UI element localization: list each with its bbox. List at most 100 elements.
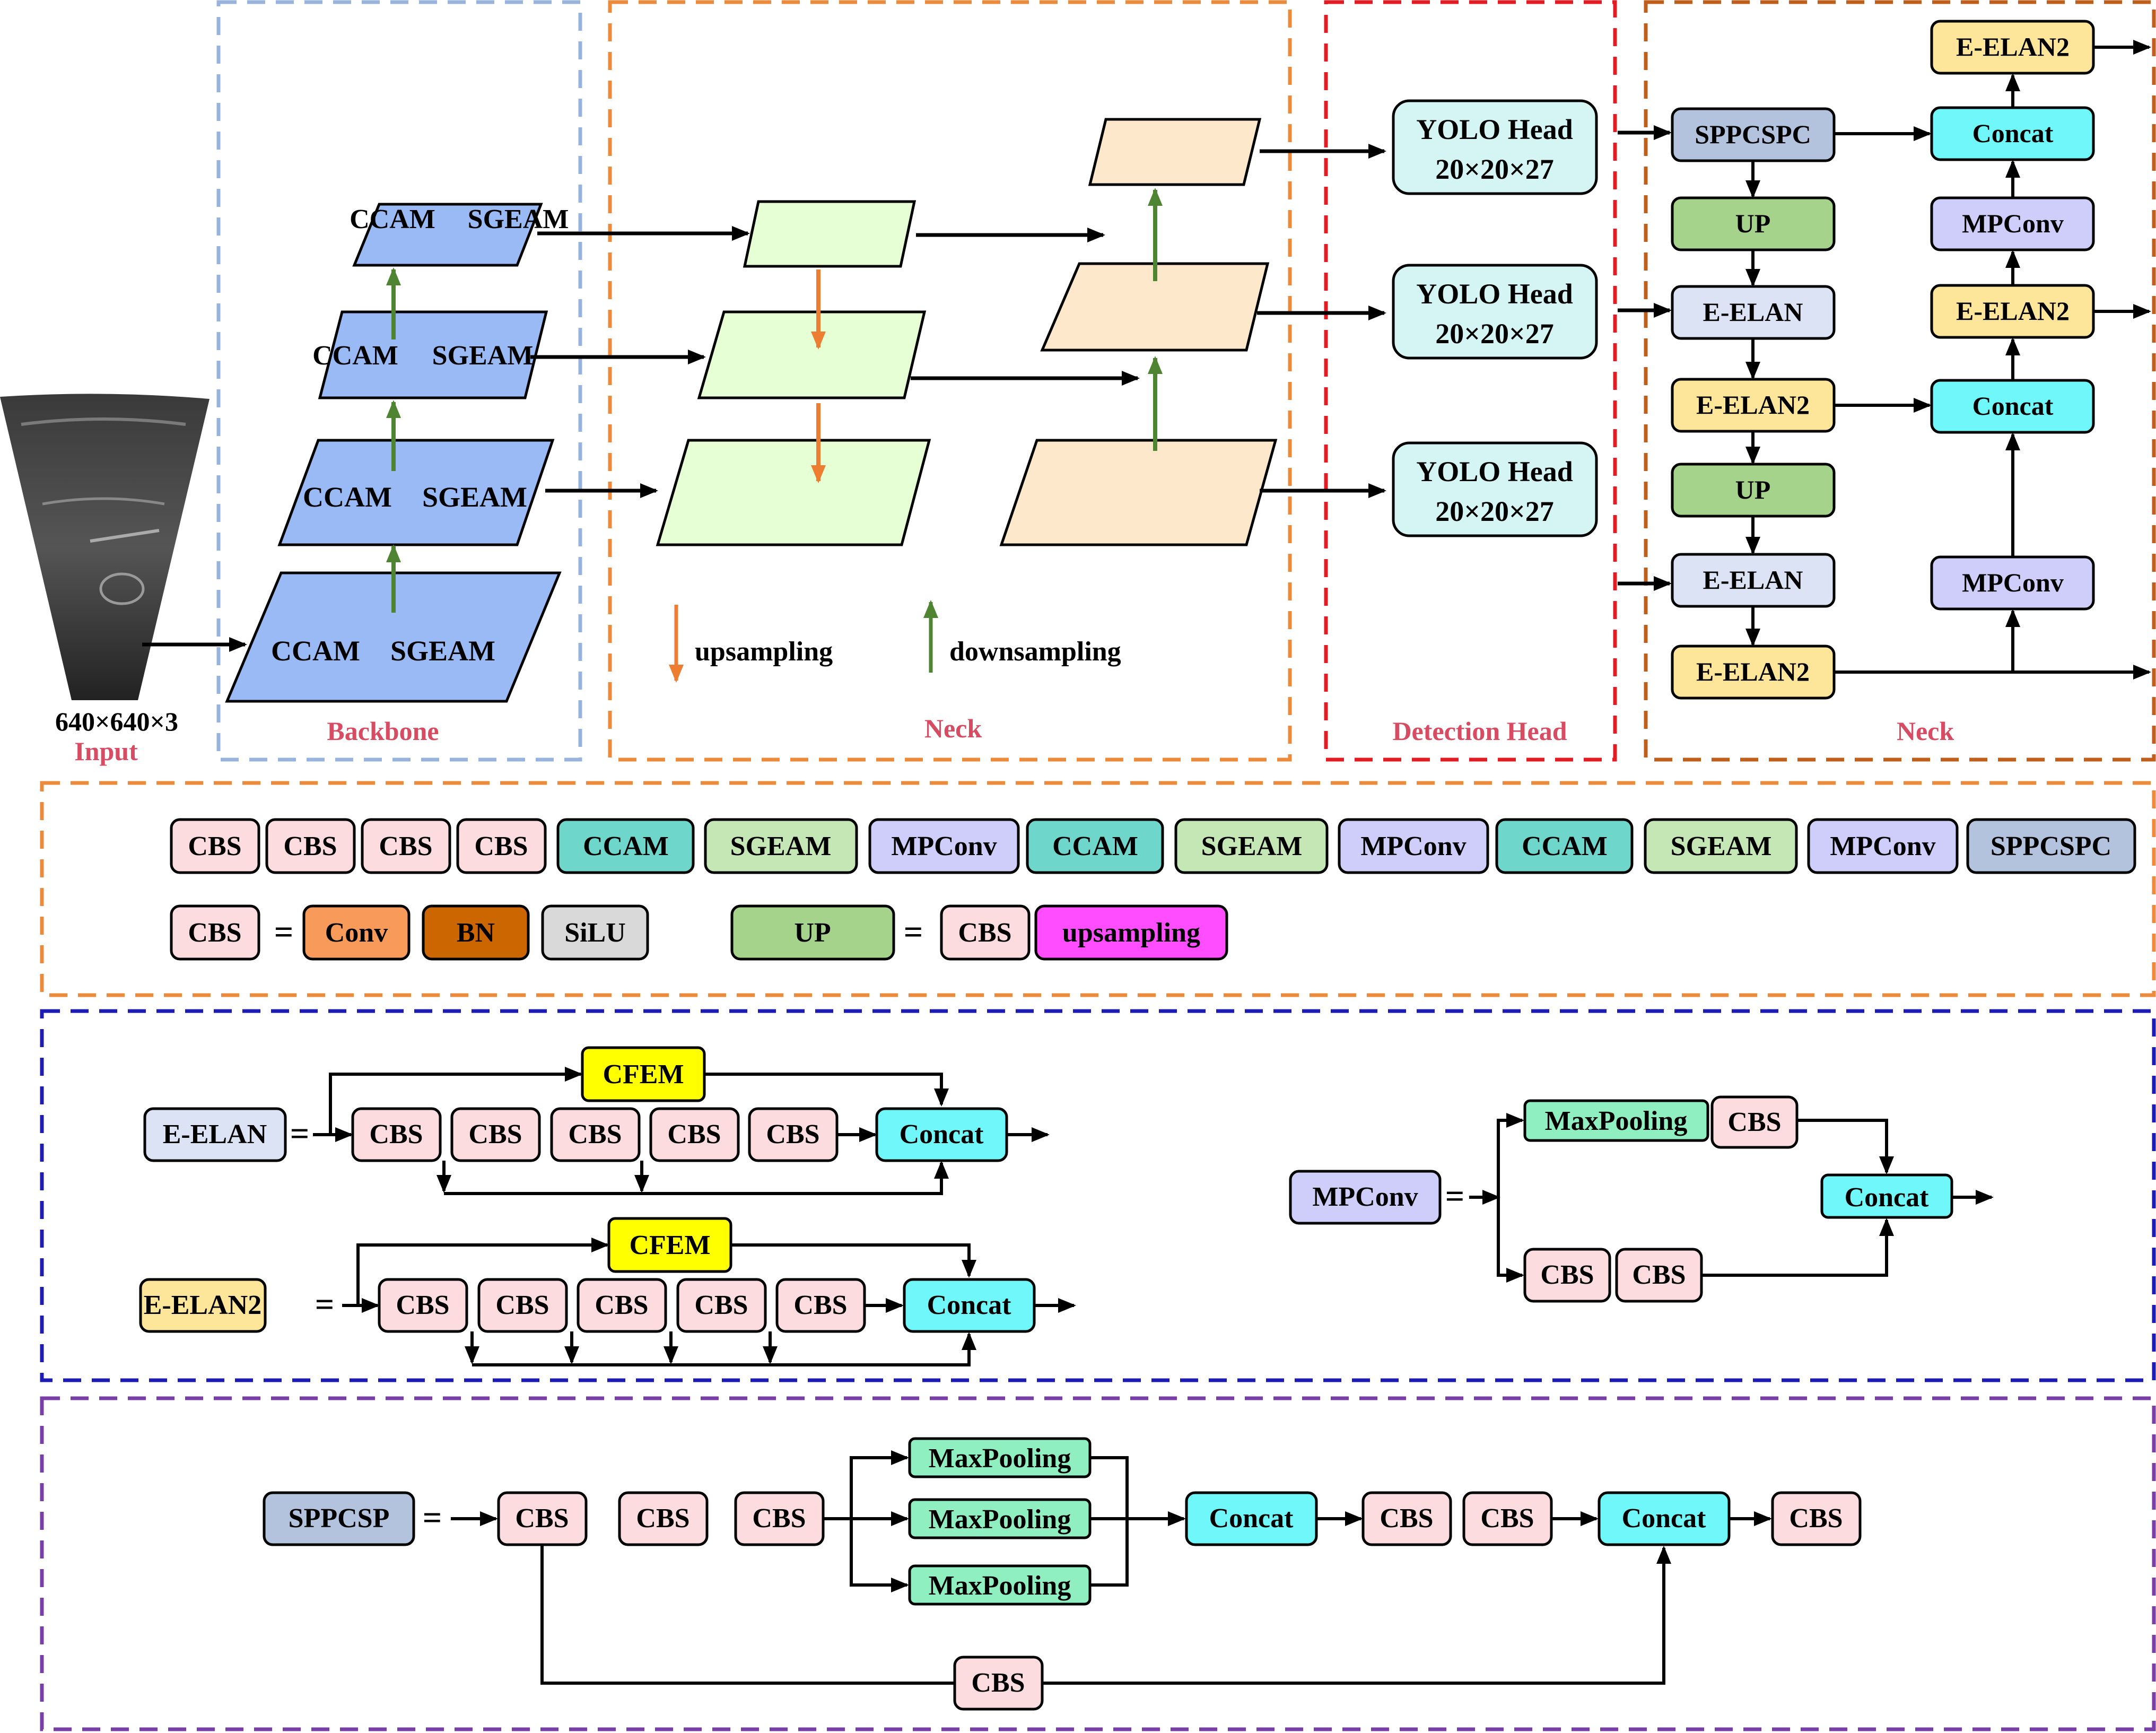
block-label: MPConv xyxy=(1830,831,1935,861)
block-label: YOLO Head xyxy=(1416,114,1573,145)
block-label: CBS xyxy=(396,1290,449,1320)
backbone-layer-3-ccam: CCAM xyxy=(303,481,392,513)
block-label: BN xyxy=(457,918,495,948)
block-label: Conv xyxy=(325,918,388,948)
block xyxy=(1710,1095,1799,1149)
block xyxy=(351,1107,442,1162)
block-label: CBS xyxy=(1727,1107,1781,1137)
block-label: CBS xyxy=(188,918,241,948)
block-label: SGEAM xyxy=(730,831,832,861)
input-image: 640×640×3 Input xyxy=(0,394,210,766)
yolo-head-2 xyxy=(1392,264,1598,360)
neck-orange-2 xyxy=(1040,262,1270,352)
legend-upsampling: upsampling xyxy=(695,637,833,667)
block-label: CBS xyxy=(667,1119,721,1149)
neck2-frame xyxy=(1644,0,2156,762)
detection-head-frame xyxy=(1324,0,1617,762)
block-label: CCAM xyxy=(1522,831,1608,861)
block-label: SPPCSPC xyxy=(1991,831,2111,861)
block-label: CBS xyxy=(379,831,432,861)
connector-arrow xyxy=(1797,1119,1894,1174)
neck-orange-1 xyxy=(1088,118,1262,186)
backbone-layer-3 xyxy=(277,439,555,546)
block-label: SPPCSP xyxy=(289,1503,390,1534)
block-label: CBS xyxy=(474,831,528,861)
block xyxy=(1966,818,2136,874)
block-label: CBS xyxy=(1632,1260,1686,1290)
block xyxy=(1338,818,1489,874)
block-label: E-ELAN2 xyxy=(144,1290,261,1320)
block-label: = xyxy=(290,1114,309,1152)
component-sequence: CBS CBS CBS CBS CCAM SGEAM MPConv CCAM S… xyxy=(170,818,2136,874)
block-label: CBS xyxy=(1540,1260,1594,1290)
block-label: SGEAM xyxy=(1671,831,1772,861)
block xyxy=(143,1107,287,1162)
connector-arrow xyxy=(850,1450,909,1519)
connector-arrow xyxy=(1042,1546,1671,1685)
block-label: CFEM xyxy=(629,1230,710,1260)
block-label: E-ELAN2 xyxy=(1956,296,2070,326)
block xyxy=(450,1107,541,1162)
block xyxy=(1771,1491,1862,1546)
block xyxy=(1361,1491,1452,1546)
block xyxy=(550,1107,641,1162)
backbone-layer-1-ccam: CCAM xyxy=(350,204,435,234)
block xyxy=(556,818,695,874)
yolo-head-1 xyxy=(1392,99,1598,195)
connector-arrow xyxy=(704,1073,949,1107)
block-label: CBS xyxy=(1380,1503,1433,1534)
block-label: upsampling xyxy=(1062,918,1200,948)
block xyxy=(1026,818,1164,874)
neck-right: SPPCSPC UP E-ELAN E-ELAN2 UP E-ELAN E-EL… xyxy=(1618,20,2151,746)
block xyxy=(730,904,895,961)
block-label: CCAM xyxy=(583,831,669,861)
block xyxy=(1807,818,1959,874)
connector-arrow xyxy=(356,1238,609,1305)
connector-arrow xyxy=(472,1332,976,1366)
block-label: CBS xyxy=(283,831,337,861)
block xyxy=(940,904,1031,961)
block-label: CBS xyxy=(636,1503,689,1534)
block xyxy=(422,904,530,961)
connector-arrow xyxy=(1497,1197,1524,1283)
block-label: MPConv xyxy=(1962,208,2064,238)
block-label: E-ELAN xyxy=(163,1119,267,1149)
block-label: E-ELAN2 xyxy=(1696,390,1810,420)
block xyxy=(1644,818,1798,874)
backbone: CCAM SGEAM CCAM SGEAM CCAM SGEAM CCAM SG… xyxy=(225,203,569,746)
e-elan2-definition: E-ELAN2 = CFEM CBS CBS CBS CBS CBS Conca… xyxy=(139,1217,1076,1366)
neck-green-1 xyxy=(743,200,916,268)
shape xyxy=(99,572,145,605)
block xyxy=(170,818,260,874)
detection-head-label: Detection Head xyxy=(1392,716,1567,746)
block-label: CBS xyxy=(568,1119,622,1149)
block xyxy=(378,1278,468,1333)
block-label: MaxPooling xyxy=(1545,1106,1688,1136)
backbone-layer-2 xyxy=(318,310,548,399)
block-label: Concat xyxy=(900,1119,984,1149)
block-label: CBS xyxy=(468,1119,522,1149)
block-label: SPPCSPC xyxy=(1695,119,1811,149)
shape xyxy=(21,417,186,426)
block-label: MaxPooling xyxy=(929,1504,1071,1535)
neck-orange-3 xyxy=(999,439,1278,546)
block-label: CBS xyxy=(793,1290,847,1320)
backbone-layer-4 xyxy=(225,571,562,703)
backbone-layer-2-sgeam: SGEAM xyxy=(432,341,534,371)
block xyxy=(868,818,1020,874)
block-label: 20×20×27 xyxy=(1435,318,1554,350)
backbone-label: Backbone xyxy=(327,716,439,746)
block-label: = xyxy=(423,1499,442,1536)
block xyxy=(1289,1170,1442,1225)
connector-arrow xyxy=(329,1067,583,1135)
block-label: E-ELAN xyxy=(1703,565,1803,595)
block xyxy=(170,904,260,961)
block xyxy=(1523,1099,1709,1142)
block-label: CBS xyxy=(1480,1503,1534,1534)
block-label: E-ELAN2 xyxy=(1956,32,2070,62)
backbone-layer-3-sgeam: SGEAM xyxy=(422,481,527,513)
block-label: CBS xyxy=(752,1503,806,1534)
block-label: CBS xyxy=(766,1119,819,1149)
block-label: 20×20×27 xyxy=(1435,153,1554,185)
